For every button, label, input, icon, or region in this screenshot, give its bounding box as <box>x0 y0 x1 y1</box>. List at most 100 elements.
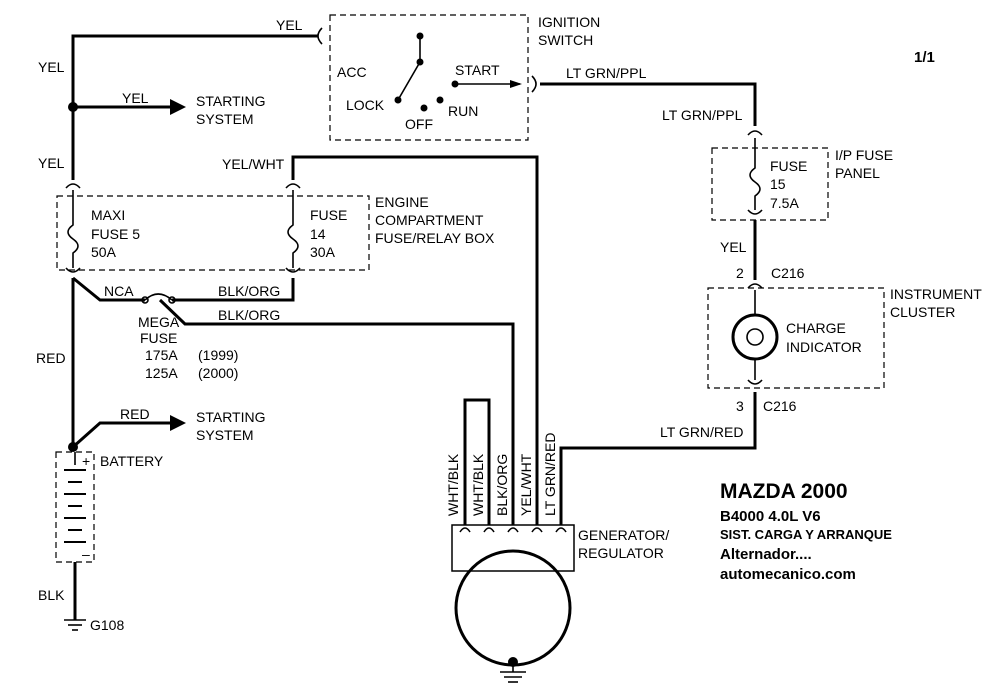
arrow-ign-start <box>510 80 522 88</box>
connector-c216-bot <box>747 379 763 385</box>
cluster-label-2: CLUSTER <box>890 304 955 320</box>
fuse14-text-1: FUSE <box>310 207 347 223</box>
fuse-box-label-1: ENGINE <box>375 194 429 210</box>
gen-wire-lt-grn-red: LT GRN/RED <box>542 433 558 517</box>
charge-indicator-label-1: CHARGE <box>786 320 846 336</box>
fuse-box-label-2: COMPARTMENT <box>375 212 484 228</box>
ignition-run: RUN <box>448 103 478 119</box>
ignition-switch-lever <box>397 61 421 101</box>
label-red-left: RED <box>36 350 66 366</box>
generator-label-2: REGULATOR <box>578 545 664 561</box>
label-yel-starting: YEL <box>122 90 149 106</box>
cluster-label-1: INSTRUMENT <box>890 286 982 302</box>
fuse-box-label-3: FUSE/RELAY BOX <box>375 230 495 246</box>
cluster-conn-top: C216 <box>771 265 805 281</box>
maxi-fuse-text-3: 50A <box>91 244 117 260</box>
cluster-conn-bot: C216 <box>763 398 797 414</box>
wire-wht-blk-loop <box>463 398 491 525</box>
battery-label: BATTERY <box>100 453 164 469</box>
label-starting-top-2: SYSTEM <box>196 111 254 127</box>
ignition-start: START <box>455 62 500 78</box>
label-red-starting: RED <box>120 406 150 422</box>
maxi-fuse-text-2: FUSE 5 <box>91 226 140 242</box>
generator-ground-dot <box>508 657 518 667</box>
label-starting-bot-2: SYSTEM <box>196 427 254 443</box>
arrow-starting-top <box>170 99 186 115</box>
page-number: 1/1 <box>914 49 935 66</box>
connector-ign-in <box>317 27 323 45</box>
ip-fuse-box <box>711 147 829 221</box>
arrow-starting-bot <box>170 415 186 431</box>
mega-fuse-term-a <box>141 296 149 304</box>
ip-fuse-panel-label-1: I/P FUSE <box>835 147 893 163</box>
fuse14-symbol <box>287 202 299 268</box>
mega-fuse-rating-1: 175A <box>145 347 178 363</box>
ground-g108-symbol <box>64 619 86 631</box>
label-lt-grn-red: LT GRN/RED <box>660 424 744 440</box>
label-yel-left1: YEL <box>38 59 65 75</box>
splice-yel <box>68 102 78 112</box>
charge-indicator-filament <box>746 328 764 346</box>
title-line-2: B4000 4.0L V6 <box>720 508 821 525</box>
ignition-off: OFF <box>405 116 433 132</box>
generator-connector-block <box>451 524 575 572</box>
mega-fuse-rating-2: 125A <box>145 365 178 381</box>
label-blk: BLK <box>38 587 65 603</box>
cluster-pin-bot: 3 <box>736 398 744 414</box>
mega-fuse-text-2: FUSE <box>140 330 177 346</box>
mega-fuse-year-1: (1999) <box>198 347 238 363</box>
wire-red-starting <box>72 421 170 449</box>
battery-plates <box>64 469 86 543</box>
mega-fuse-text-1: MEGA <box>138 314 180 330</box>
connector-c216-top <box>747 283 763 289</box>
engine-fuse-box <box>56 195 370 271</box>
title-line-4: Alternador.... <box>720 546 812 563</box>
battery-plus: + <box>82 453 90 469</box>
ip-fuse-panel-label-2: PANEL <box>835 165 880 181</box>
connector-ign-out <box>531 75 537 93</box>
connector-maxi-top <box>65 183 81 189</box>
battery-body <box>55 451 95 563</box>
label-yel-right: YEL <box>720 239 747 255</box>
wire-yel-wht <box>291 155 539 525</box>
ignition-acc: ACC <box>337 64 367 80</box>
label-lt-grn-ppl-2: LT GRN/PPL <box>662 107 743 123</box>
gen-wire-yel-wht: YEL/WHT <box>518 453 534 516</box>
ignition-label-2: SWITCH <box>538 32 593 48</box>
fuse14-text-3: 30A <box>310 244 336 260</box>
generator-body <box>454 549 572 667</box>
connector-fuse14-bot <box>285 267 301 273</box>
title-line-5: automecanico.com <box>720 566 856 583</box>
gen-wire-wht-blk-2: WHT/BLK <box>470 453 486 516</box>
generator-ground-symbol <box>500 665 526 683</box>
charge-indicator-label-2: INDICATOR <box>786 339 862 355</box>
title-line-3: SIST. CARGA Y ARRANQUE <box>720 527 892 542</box>
label-yel-top: YEL <box>276 17 303 33</box>
mega-fuse-year-2: (2000) <box>198 365 238 381</box>
ignition-switch-box <box>329 14 529 141</box>
generator-label-1: GENERATOR/ <box>578 527 669 543</box>
battery-minus: – <box>82 546 90 562</box>
ip-fuse-text-2: 15 <box>770 176 786 192</box>
wire-blk-org-fuse14 <box>172 278 295 302</box>
label-yel-left2: YEL <box>38 155 65 171</box>
fuse14-text-2: 14 <box>310 226 326 242</box>
label-blk-org-1: BLK/ORG <box>218 283 280 299</box>
gen-wire-blk-org: BLK/ORG <box>494 454 510 516</box>
ignition-lock: LOCK <box>346 97 385 113</box>
charge-indicator-lamp <box>731 313 779 361</box>
label-starting-top-1: STARTING <box>196 93 266 109</box>
connector-maxi-bot <box>65 267 81 273</box>
gen-wire-wht-blk-1: WHT/BLK <box>445 453 461 516</box>
label-blk-org-2: BLK/ORG <box>218 307 280 323</box>
label-starting-bot-1: STARTING <box>196 409 266 425</box>
generator-pin-arcs <box>459 527 567 533</box>
wire-blk-org-gen <box>158 298 515 525</box>
connector-fuse14-top <box>285 183 301 189</box>
label-nca: NCA <box>104 283 134 299</box>
ip-fuse-text-1: FUSE <box>770 158 807 174</box>
label-lt-grn-ppl-1: LT GRN/PPL <box>566 65 647 81</box>
label-yel-wht: YEL/WHT <box>222 156 285 172</box>
ignition-label-1: IGNITION <box>538 14 600 30</box>
